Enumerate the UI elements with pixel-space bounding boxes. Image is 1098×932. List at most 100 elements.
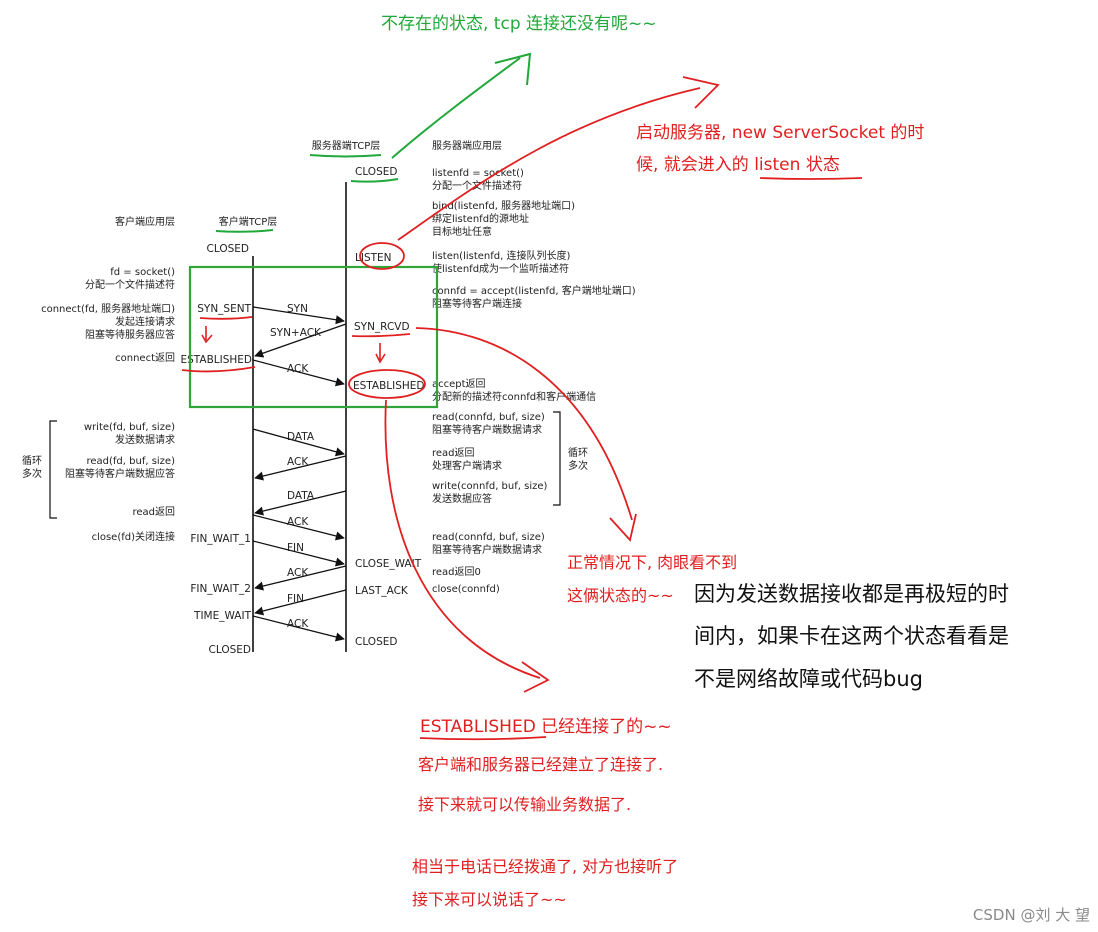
green-underline-closed: [350, 178, 399, 183]
server-state-syn-rcvd: SYN_RCVD: [354, 321, 410, 333]
svg-text:多次: 多次: [22, 467, 42, 480]
arrow-ack-2: [254, 455, 347, 481]
svg-text:write(fd, buf, size): write(fd, buf, size): [84, 422, 175, 433]
note-phone-1: 相当于电话已经拨通了, 对方也接听了: [412, 857, 678, 876]
svg-text:阻塞等待客户端连接: 阻塞等待客户端连接: [432, 297, 522, 310]
label-data-1: DATA: [287, 431, 315, 443]
label-fin-2: FIN: [287, 593, 304, 605]
svg-text:循环: 循环: [568, 446, 588, 459]
svg-text:read(fd, buf, size): read(fd, buf, size): [86, 456, 175, 467]
red-mark-syn-sent: [201, 326, 213, 344]
client-state-closed-end: CLOSED: [209, 644, 251, 656]
svg-text:fd = socket(): fd = socket(): [110, 267, 175, 278]
svg-text:read返回0: read返回0: [432, 566, 481, 578]
server-app-calls: listenfd = socket() 分配一个文件描述符 bind(liste…: [432, 168, 636, 595]
red-underline-client-est: [181, 366, 256, 373]
green-arrow-closed: [391, 57, 521, 159]
arrow-ack-4: [254, 565, 347, 591]
svg-text:分配一个文件描述符: 分配一个文件描述符: [85, 278, 175, 291]
label-syn: SYN: [287, 303, 308, 315]
red-arrow-syn-rcvd: [415, 327, 633, 521]
label-fin-1: FIN: [287, 542, 304, 554]
header-server-tcp: 服务器端TCP层: [312, 139, 381, 152]
arrow-data-2: [254, 490, 347, 516]
header-server-app: 服务器端应用层: [432, 139, 502, 152]
svg-text:accept返回: accept返回: [432, 378, 486, 390]
svg-text:使listenfd成为一个监听描述符: 使listenfd成为一个监听描述符: [432, 262, 569, 275]
server-loop-bracket: [553, 411, 561, 506]
svg-text:connect返回: connect返回: [115, 352, 175, 364]
red-underline-syn-sent: [199, 316, 253, 320]
svg-text:循环: 循环: [22, 454, 42, 467]
svg-text:发送数据应答: 发送数据应答: [432, 492, 492, 505]
svg-text:bind(listenfd, 服务器地址端口): bind(listenfd, 服务器地址端口): [432, 199, 575, 212]
note-hidden-2: 这俩状态的~~: [567, 586, 674, 605]
svg-text:connect(fd, 服务器地址端口): connect(fd, 服务器地址端口): [41, 302, 175, 315]
arrow-syn-ack: [254, 323, 347, 358]
svg-text:close(fd)关闭连接: close(fd)关闭连接: [92, 530, 175, 543]
svg-text:多次: 多次: [568, 459, 588, 472]
red-arrowhead-established: [521, 661, 550, 693]
arrow-ack-3: [252, 514, 345, 541]
svg-text:read返回: read返回: [132, 506, 175, 518]
svg-text:write(connfd, buf, size): write(connfd, buf, size): [432, 481, 548, 492]
label-ack-3: ACK: [287, 516, 309, 528]
svg-text:分配新的描述符connfd和客户端通信: 分配新的描述符connfd和客户端通信: [432, 390, 596, 403]
arrow-data-1: [252, 428, 345, 457]
label-ack-2: ACK: [287, 456, 309, 468]
client-state-fin-wait-2: FIN_WAIT_2: [190, 583, 251, 595]
green-arrowhead: [494, 52, 532, 86]
red-arrowhead-listen: [682, 76, 720, 109]
red-arrow-listen: [397, 87, 701, 241]
server-state-established: ESTABLISHED: [353, 380, 425, 392]
arrow-ack-handshake: [252, 359, 345, 387]
server-state-last-ack: LAST_ACK: [355, 585, 409, 597]
client-state-closed: CLOSED: [207, 243, 249, 255]
red-underline-syn-rcvd: [351, 333, 411, 338]
red-arrow-established: [384, 399, 541, 679]
header-client-tcp: 客户端TCP层: [219, 215, 278, 228]
red-circle-server-est: [348, 369, 426, 399]
client-state-fin-wait-1: FIN_WAIT_1: [190, 533, 251, 545]
watermark: CSDN @刘 大 望: [973, 906, 1090, 924]
label-ack-4: ACK: [287, 567, 309, 579]
client-loop-bracket: [49, 420, 57, 519]
server-state-closed-end: CLOSED: [355, 636, 397, 648]
client-state-time-wait: TIME_WAIT: [193, 610, 252, 622]
green-underline-client-tcp: [215, 229, 274, 233]
note-fast-3: 不是网络故障或代码bug: [694, 667, 923, 691]
note-est-title: ESTABLISHED 已经连接了的~~: [420, 717, 672, 737]
svg-text:connfd = accept(listenfd, 客户端地: connfd = accept(listenfd, 客户端地址端口): [432, 284, 636, 297]
svg-text:处理客户端请求: 处理客户端请求: [432, 459, 502, 472]
svg-text:listenfd = socket(): listenfd = socket(): [432, 168, 524, 179]
arrow-fin-2: [254, 589, 347, 616]
svg-text:read(connfd, buf, size): read(connfd, buf, size): [432, 532, 545, 543]
header-client-app: 客户端应用层: [115, 215, 175, 228]
note-closed: 不存在的状态, tcp 连接还没有呢~~: [381, 14, 657, 34]
red-mark-server-est: [375, 343, 386, 364]
svg-text:阻塞等待服务器应答: 阻塞等待服务器应答: [85, 328, 175, 341]
note-est-line1: 客户端和服务器已经建立了连接了.: [418, 755, 663, 774]
arrow-syn: [252, 306, 345, 325]
svg-text:close(connfd): close(connfd): [432, 584, 500, 595]
red-arrowhead-syn-rcvd: [609, 513, 637, 542]
svg-text:绑定listenfd的源地址: 绑定listenfd的源地址: [432, 212, 529, 225]
note-est-line2: 接下来就可以传输业务数据了.: [418, 795, 631, 814]
green-underline-server-tcp: [309, 154, 382, 158]
client-app-calls: fd = socket() 分配一个文件描述符 connect(fd, 服务器地…: [22, 267, 175, 543]
svg-text:目标地址任意: 目标地址任意: [432, 225, 492, 238]
svg-text:阻塞等待客户端数据请求: 阻塞等待客户端数据请求: [432, 423, 542, 436]
svg-text:read返回: read返回: [432, 447, 475, 459]
server-state-close-wait: CLOSE_WAIT: [355, 558, 422, 570]
note-hidden-1: 正常情况下, 肉眼看不到: [567, 553, 737, 572]
svg-text:发起连接请求: 发起连接请求: [115, 315, 175, 328]
svg-text:read(connfd, buf, size): read(connfd, buf, size): [432, 412, 545, 423]
note-phone-2: 接下来可以说话了~~: [412, 890, 567, 909]
svg-text:发送数据请求: 发送数据请求: [115, 433, 175, 446]
note-fast-2: 间内，如果卡在这两个状态看看是: [694, 624, 1009, 648]
red-underline-est-title: [419, 736, 547, 741]
arrow-fin-1: [252, 540, 345, 567]
svg-text:阻塞等待客户端数据请求: 阻塞等待客户端数据请求: [432, 543, 542, 556]
label-ack-1: ACK: [287, 363, 309, 375]
note-listen-2: 候, 就会进入的 listen 状态: [636, 155, 840, 175]
